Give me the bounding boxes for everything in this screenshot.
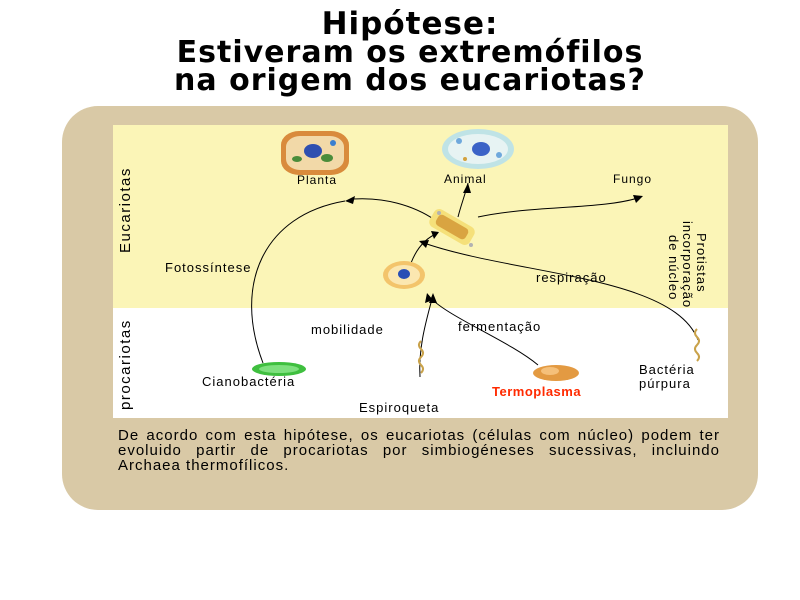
label-bacteria-2: púrpura bbox=[639, 376, 691, 391]
title-line-3: na origem dos eucariotas? bbox=[174, 63, 646, 98]
label-fotossintese: Fotossíntese bbox=[165, 260, 252, 275]
label-fermentacao: fermentação bbox=[458, 319, 542, 334]
title-line-2: Estiveram os extremófilos bbox=[176, 35, 644, 70]
arrow-cell-planta bbox=[352, 198, 436, 221]
label-respiracao: respiração bbox=[536, 270, 607, 285]
arrowhead-espiroqueta bbox=[429, 293, 437, 303]
title-line-1: Hipótese: bbox=[321, 6, 499, 42]
espiroqueta-image bbox=[418, 340, 424, 374]
label-termoplasma: Termoplasma bbox=[492, 384, 582, 399]
cianobacteria-image bbox=[252, 362, 306, 376]
planta-cell-image bbox=[281, 131, 349, 175]
arrowhead-cell bbox=[431, 231, 439, 239]
arrowhead-purpura bbox=[419, 240, 429, 248]
arrow-cell-fungo bbox=[477, 196, 642, 218]
label-protistas-2: incorporação bbox=[680, 221, 695, 309]
label-mobilidade: mobilidade bbox=[311, 322, 384, 337]
label-animal: Animal bbox=[444, 172, 487, 186]
arrowhead-fungo bbox=[633, 195, 643, 203]
label-cianobacteria: Cianobactéria bbox=[202, 374, 296, 389]
evolution-diagram: Eucariotas procariotas Planta Animal Fun… bbox=[113, 125, 728, 418]
label-protistas-1: Protistas bbox=[694, 233, 709, 293]
label-procariotas: procariotas bbox=[117, 319, 134, 410]
arrow-purpura bbox=[420, 241, 699, 341]
arrowhead-planta bbox=[345, 196, 355, 204]
termoplasma-image bbox=[533, 365, 579, 381]
label-bacteria-1: Bactéria bbox=[639, 362, 695, 377]
label-planta: Planta bbox=[297, 173, 338, 187]
arrowhead-animal bbox=[463, 183, 471, 193]
mitochondria-cell-image bbox=[429, 209, 475, 247]
label-fungo: Fungo bbox=[613, 172, 653, 186]
arrow-cianobacteria-planta bbox=[251, 200, 346, 364]
animal-cell-image bbox=[442, 129, 514, 169]
caption-text: De acordo com esta hipótese, os eucariot… bbox=[118, 427, 720, 474]
first-eukaryote-cell-image bbox=[383, 261, 425, 289]
label-protistas-3: de núcleo bbox=[666, 235, 681, 301]
diagram-graphics bbox=[251, 129, 700, 381]
label-espiroqueta: Espiroqueta bbox=[359, 400, 440, 415]
label-eucariotas: Eucariotas bbox=[117, 167, 134, 253]
bacteria-purpura-image bbox=[694, 328, 700, 362]
